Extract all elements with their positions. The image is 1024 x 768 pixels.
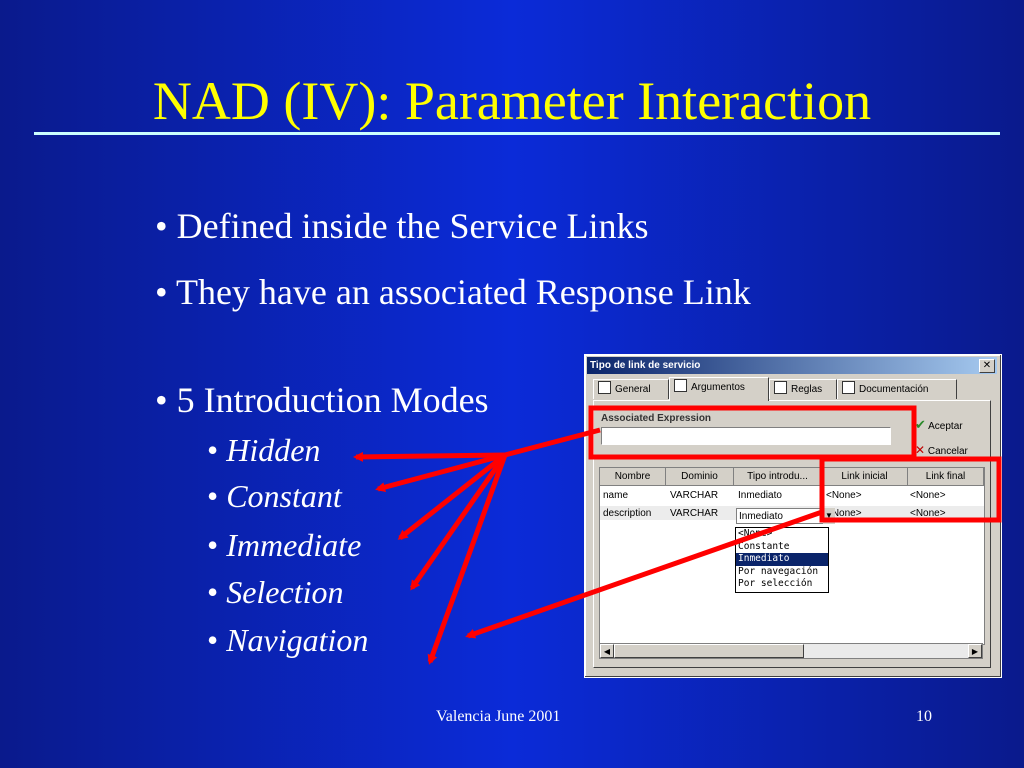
scroll-thumb[interactable] xyxy=(614,644,804,658)
check-icon: ✔ xyxy=(915,417,926,432)
close-icon[interactable]: ✕ xyxy=(979,359,995,373)
clipboard-icon xyxy=(674,379,687,392)
document-icon xyxy=(598,381,611,394)
links-highlight-box xyxy=(819,456,1002,523)
expression-input[interactable] xyxy=(601,427,891,445)
book-icon xyxy=(842,381,855,394)
column-dominio[interactable]: Dominio xyxy=(666,468,734,486)
cross-icon: ✕ xyxy=(915,443,926,457)
connector-expression xyxy=(504,427,601,458)
cancel-button[interactable]: ✕ Cancelar xyxy=(915,443,968,457)
tab-panel xyxy=(593,400,991,668)
title-rule xyxy=(34,132,1000,135)
bullet-introduction-modes: • 5 Introduction Modes xyxy=(155,380,489,420)
arrow-to-selection xyxy=(409,453,508,591)
slide-title: NAD (IV): Parameter Interaction xyxy=(152,71,872,131)
footer-text: Valencia June 2001 xyxy=(436,708,561,725)
mode-constant: • Constant xyxy=(207,478,342,514)
scroll-right-icon[interactable]: ▶ xyxy=(968,644,982,658)
expression-label: Associated Expression xyxy=(601,413,712,424)
bullet-service-links: • Defined inside the Service Links xyxy=(155,206,649,246)
option-por-seleccion[interactable]: Por selección xyxy=(738,578,813,589)
arrow-to-navigation xyxy=(427,454,508,665)
page-number: 10 xyxy=(916,708,932,725)
arrow-to-immediate xyxy=(397,453,507,540)
option-por-navegacion[interactable]: Por navegación xyxy=(738,565,819,577)
expression-highlight-box xyxy=(588,405,917,460)
arrow-to-hidden xyxy=(353,451,506,462)
accept-button[interactable]: ✔ Aceptar xyxy=(915,417,963,432)
column-nombre[interactable]: Nombre xyxy=(600,468,666,486)
mode-navigation: • Navigation xyxy=(207,622,369,658)
option-constante[interactable]: Constante xyxy=(738,540,790,552)
dialog-titlebar[interactable]: Tipo de link de servicio ✕ xyxy=(587,357,997,374)
tab-argumentos[interactable]: Argumentos xyxy=(669,377,769,401)
ruler-icon xyxy=(774,381,787,394)
column-link-final[interactable]: Link final xyxy=(908,468,984,486)
tab-documentacion[interactable]: Documentación xyxy=(837,379,957,399)
mode-selection: • Selection xyxy=(207,574,344,610)
scroll-left-icon[interactable]: ◀ xyxy=(600,644,614,658)
tab-reglas[interactable]: Reglas xyxy=(769,379,837,399)
bullet-response-link: • They have an associated Response Link xyxy=(155,272,751,312)
mode-immediate: • Immediate xyxy=(207,527,362,563)
arrow-to-constant xyxy=(375,452,506,493)
column-link-inicial[interactable]: Link inicial xyxy=(822,468,908,486)
option-inmediato[interactable]: Inmediato xyxy=(736,553,828,566)
horizontal-scrollbar[interactable]: ◀ ▶ xyxy=(599,643,983,659)
mode-hidden: • Hidden xyxy=(207,432,321,468)
tab-general[interactable]: General xyxy=(593,379,669,399)
arrow-to-navigation-from-links xyxy=(465,509,823,639)
